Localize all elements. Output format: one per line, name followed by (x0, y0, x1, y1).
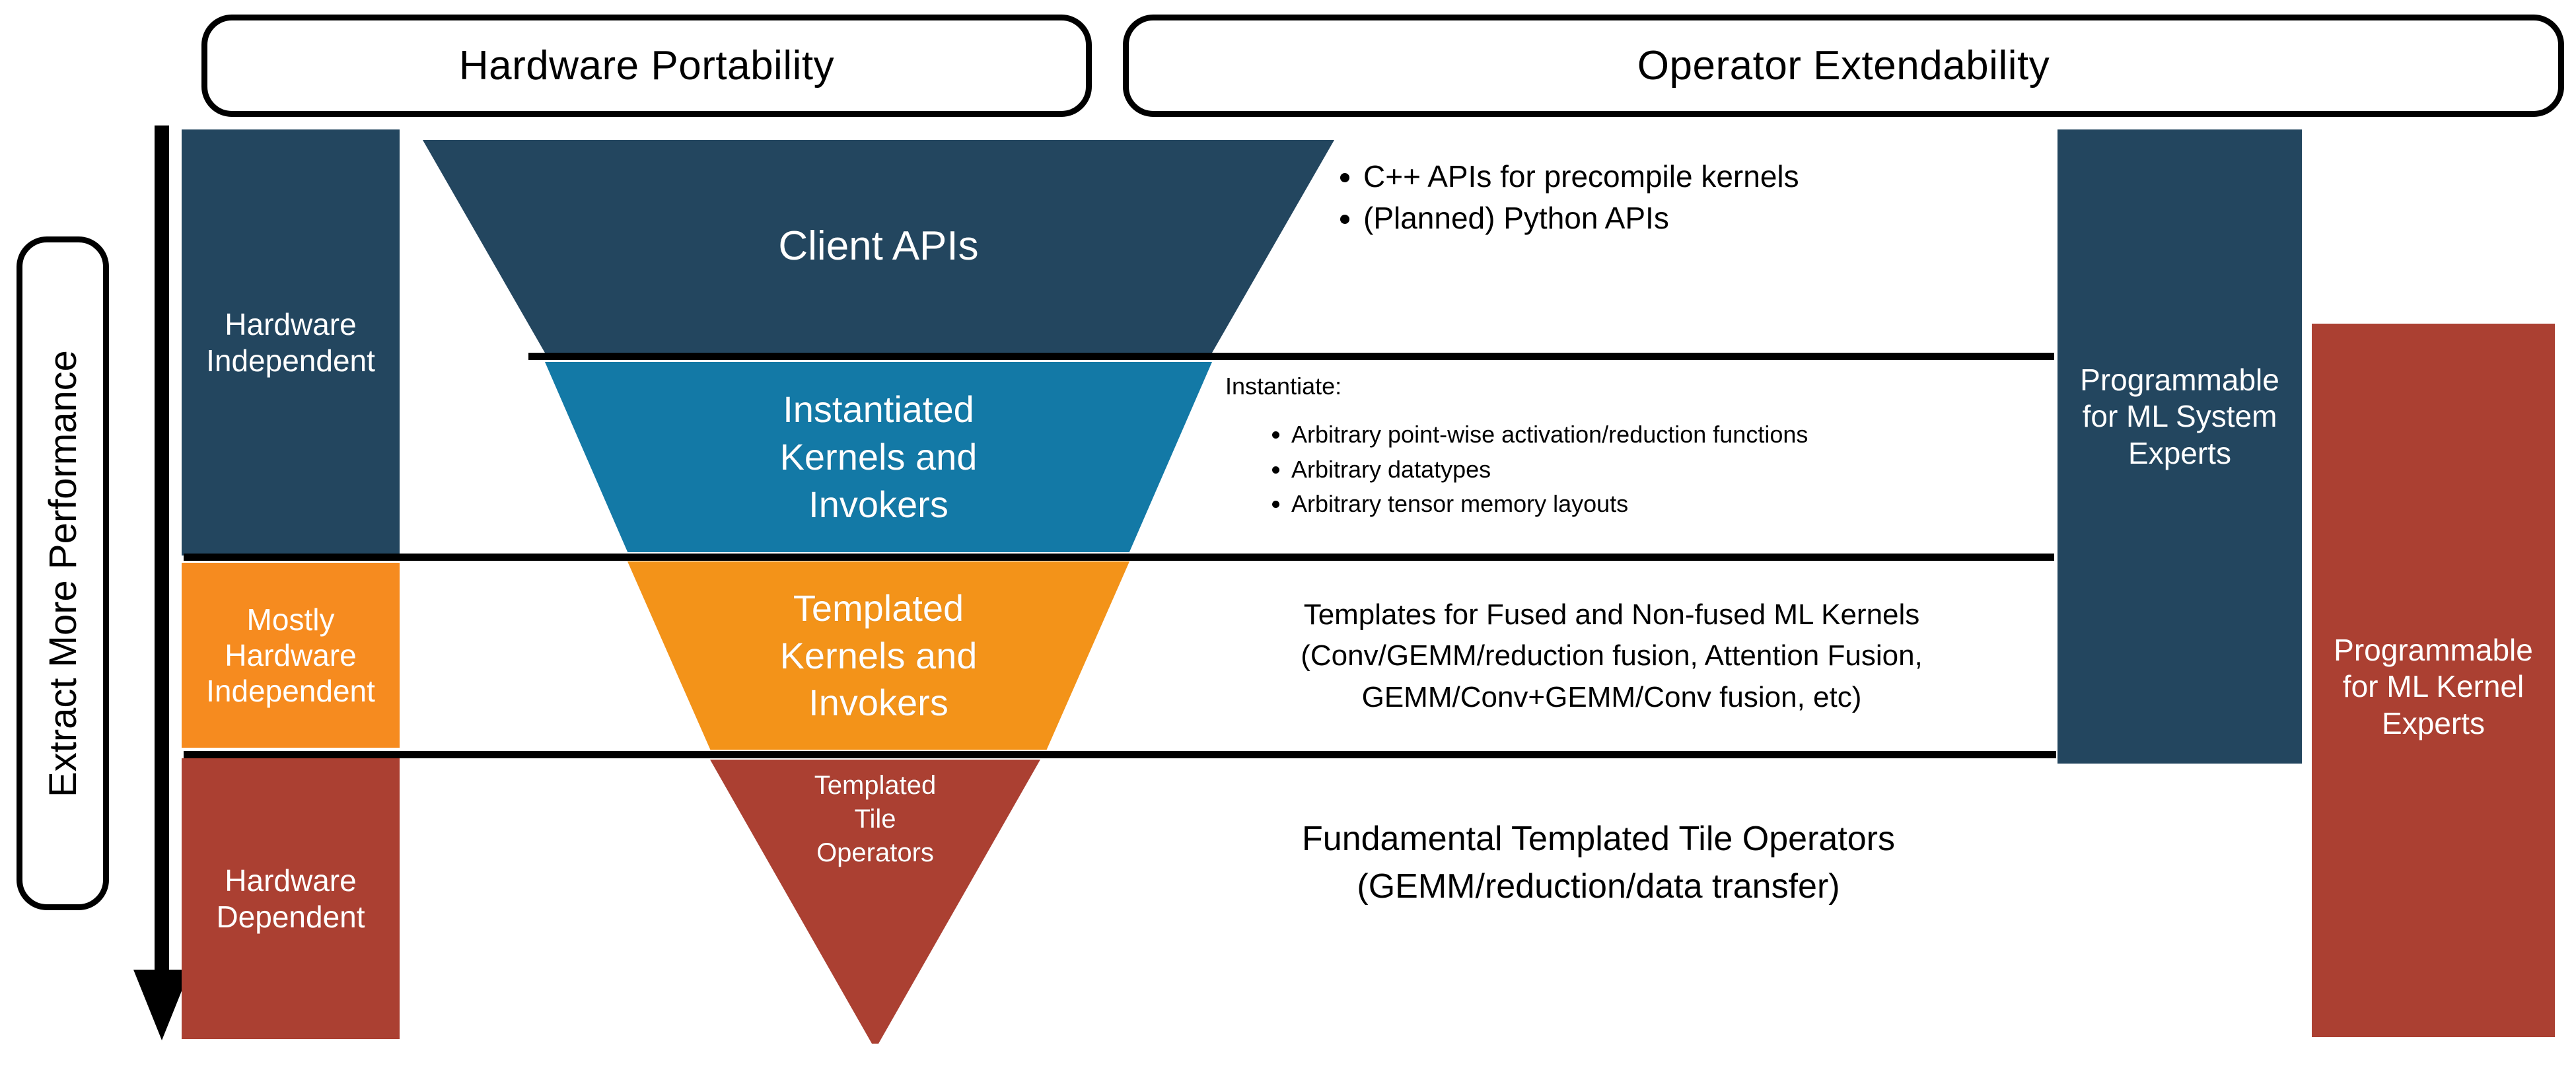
description-instantiated-kernels: Instantiate: Arbitrary point-wise activa… (1225, 371, 2038, 524)
description-templated-kernels: Templates for Fused and Non-fused ML Ker… (1182, 594, 2041, 718)
list-item: C++ APIs for precompile kernels (1363, 157, 2028, 196)
funnel-segment-client-apis: Client APIs (423, 140, 1334, 353)
header-hardware-portability: Hardware Portability (201, 15, 1092, 117)
description-client-apis: C++ APIs for precompile kernels (Planned… (1328, 157, 2028, 240)
instantiate-lead-label: Instantiate: (1225, 373, 1342, 400)
downward-arrow-icon (133, 126, 190, 1040)
instantiated-bullet-list: Arbitrary point-wise activation/reductio… (1225, 419, 2038, 520)
client-apis-bullet-list: C++ APIs for precompile kernels (Planned… (1328, 157, 2028, 238)
list-item: Arbitrary datatypes (1291, 454, 2038, 485)
header-operator-extendability: Operator Extendability (1123, 15, 2564, 117)
divider-rule-3 (184, 751, 2056, 758)
funnel-segment-client-apis-label: Client APIs (778, 223, 979, 269)
templated-line-1: Templates for Fused and Non-fused ML Ker… (1303, 598, 1920, 631)
list-item: Arbitrary point-wise activation/reductio… (1291, 419, 2038, 450)
tile-line-2: (GEMM/reduction/data transfer) (1357, 867, 1840, 906)
header-operator-extendability-label: Operator Extendability (1637, 43, 2050, 89)
tile-line-1: Fundamental Templated Tile Operators (1302, 820, 1895, 858)
templated-line-3: GEMM/Conv+GEMM/Conv fusion, etc) (1361, 680, 1862, 713)
performance-axis-label: Extract More Performance (41, 349, 85, 797)
divider-rule-2 (184, 554, 2054, 561)
list-item: Arbitrary tensor memory layouts (1291, 489, 2038, 520)
list-item: (Planned) Python APIs (1363, 199, 2028, 238)
description-tile-operators: Fundamental Templated Tile Operators (GE… (1143, 816, 2054, 911)
divider-rule-1 (528, 353, 2054, 360)
templated-line-2: (Conv/GEMM/reduction fusion, Attention F… (1301, 639, 1923, 672)
header-hardware-portability-label: Hardware Portability (458, 43, 835, 89)
performance-axis-label-box: Extract More Performance (17, 236, 109, 910)
